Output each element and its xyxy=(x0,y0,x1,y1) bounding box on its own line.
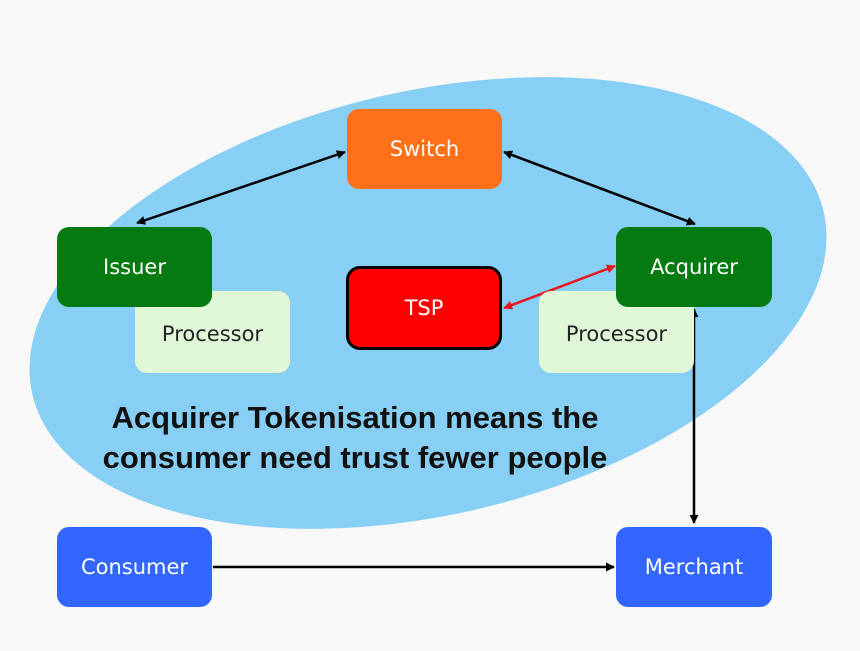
merchant-node: Merchant xyxy=(616,527,772,607)
issuer-node: Issuer xyxy=(57,227,212,307)
switch-node: Switch xyxy=(347,109,502,189)
acquirer-node: Acquirer xyxy=(616,227,772,307)
merchant-label: Merchant xyxy=(644,555,744,579)
arrow-switch-acquirer xyxy=(503,150,696,226)
arrow-acquirer-tsp xyxy=(503,264,616,310)
headline-text: Acquirer Tokenisation means the consumer… xyxy=(102,400,608,475)
consumer-node: Consumer xyxy=(57,527,212,607)
acquirer-label: Acquirer xyxy=(650,255,738,279)
processor-left-node: Processor xyxy=(135,291,290,373)
issuer-label: Issuer xyxy=(103,255,166,279)
tsp-node: TSP xyxy=(346,266,502,350)
consumer-label: Consumer xyxy=(80,555,189,579)
switch-label: Switch xyxy=(389,137,460,161)
processor-left-label: Processor xyxy=(161,322,264,346)
tsp-label: TSP xyxy=(404,296,444,320)
processor-right-label: Processor xyxy=(565,322,668,346)
arrow-issuer-switch xyxy=(136,150,346,225)
